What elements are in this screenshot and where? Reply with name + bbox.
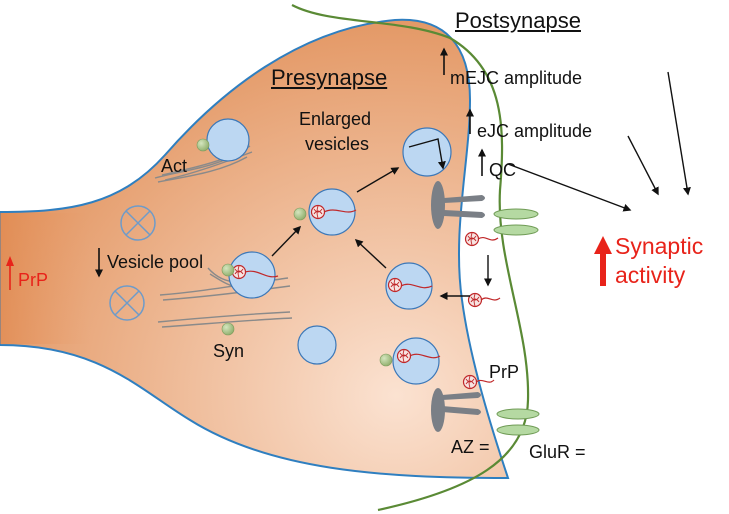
qc-label: QC (489, 160, 516, 180)
ejc-amplitude-label: eJC amplitude (477, 121, 593, 141)
prp-increase-label: PrP (18, 270, 49, 290)
az-legend-label: AZ = (451, 437, 490, 457)
synaptic-activity-label-line1: Synaptic (615, 233, 704, 259)
mejc-amplitude-label: mEJC amplitude (450, 68, 583, 88)
enlarged-vesicles-label-line2: vesicles (305, 134, 370, 154)
synaptic-activity-label-line2: activity (615, 262, 686, 288)
presynapse-title: Presynapse (271, 65, 388, 90)
pathway-arrows (271, 71, 691, 300)
depleted-vesicle-icon (109, 285, 145, 321)
syn-label: Syn (213, 341, 245, 361)
postsynapse-title: Postsynapse (455, 8, 581, 33)
vesicle-pool-label: Vesicle pool (107, 252, 204, 272)
glutamate-receptor-icon (493, 208, 540, 436)
synapsin-icon (196, 138, 393, 367)
active-zone-icon (431, 181, 485, 432)
up-arrow-icon (6, 236, 612, 290)
glur-legend-label: GluR = (529, 442, 586, 462)
depleted-vesicle-icon (120, 205, 156, 241)
postsynaptic-membrane (291, 4, 530, 512)
prp-molecule-icon (231, 204, 501, 390)
enlarged-vesicles-label-line1: Enlarged (299, 109, 372, 129)
up-arrow-icon (440, 47, 486, 176)
act-label: Act (161, 156, 188, 176)
prp-label: PrP (489, 362, 520, 382)
